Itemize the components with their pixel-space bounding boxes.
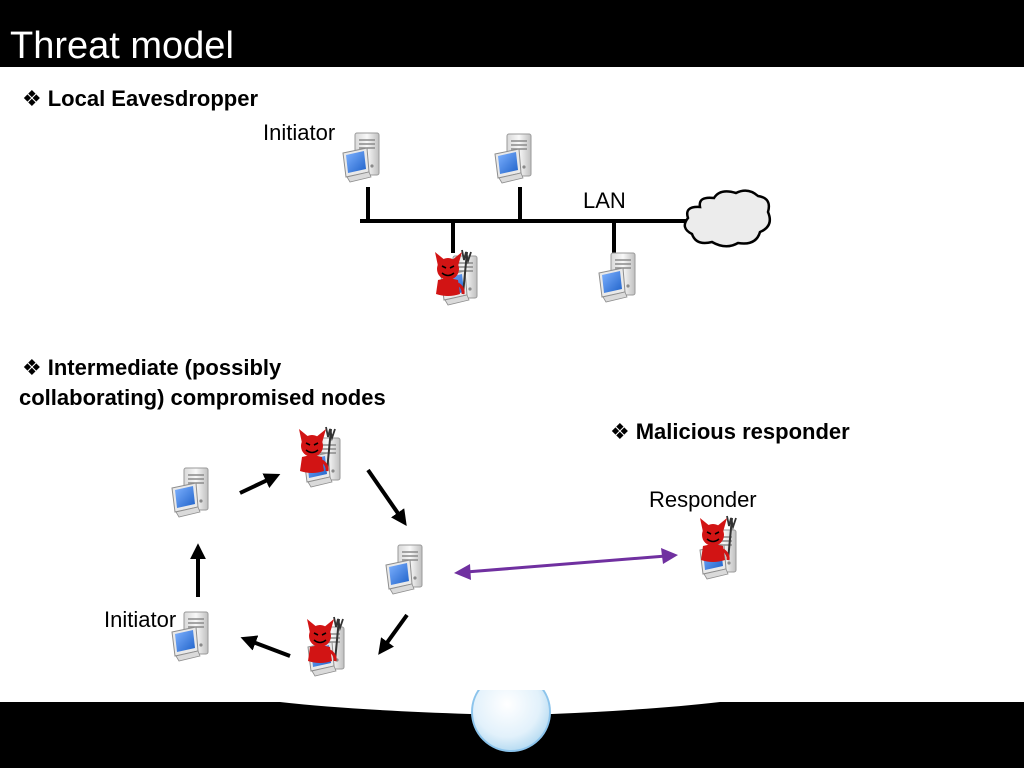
label-initiator-top: Initiator — [263, 120, 336, 145]
computer-icon — [598, 252, 636, 303]
bullet-text: Local Eavesdropper — [47, 86, 259, 111]
orb-icon — [471, 690, 551, 752]
computer-icon — [385, 544, 423, 595]
computer-icon — [171, 611, 209, 662]
computer-icon — [171, 467, 209, 518]
bullet-text-line2: collaborating) compromised nodes — [19, 385, 386, 410]
page-title: Threat model — [10, 25, 234, 67]
responder-double-arrow — [454, 548, 678, 580]
ring-arrows — [190, 468, 409, 658]
diamond-bullet-icon: ❖ — [22, 355, 42, 380]
diamond-bullet-icon: ❖ — [610, 419, 630, 444]
label-initiator-bottom: Initiator — [104, 607, 177, 632]
label-responder: Responder — [649, 487, 757, 512]
bullet-text-line1: Intermediate (possibly — [47, 355, 282, 380]
bullet-malicious-responder: ❖Malicious responder — [610, 417, 850, 447]
computer-icon — [342, 132, 380, 183]
computer-icon — [494, 133, 532, 184]
label-lan: LAN — [583, 188, 626, 213]
title-bar: Threat model — [0, 0, 1024, 67]
bullet-local-eavesdropper: ❖Local Eavesdropper — [22, 84, 258, 114]
diamond-bullet-icon: ❖ — [22, 86, 42, 111]
footer-band — [0, 690, 1024, 768]
bullet-text: Malicious responder — [635, 419, 850, 444]
lan-bus — [360, 187, 690, 253]
cloud-icon — [683, 189, 771, 248]
bullet-intermediate-nodes: ❖Intermediate (possibly collaborating) c… — [19, 353, 386, 413]
